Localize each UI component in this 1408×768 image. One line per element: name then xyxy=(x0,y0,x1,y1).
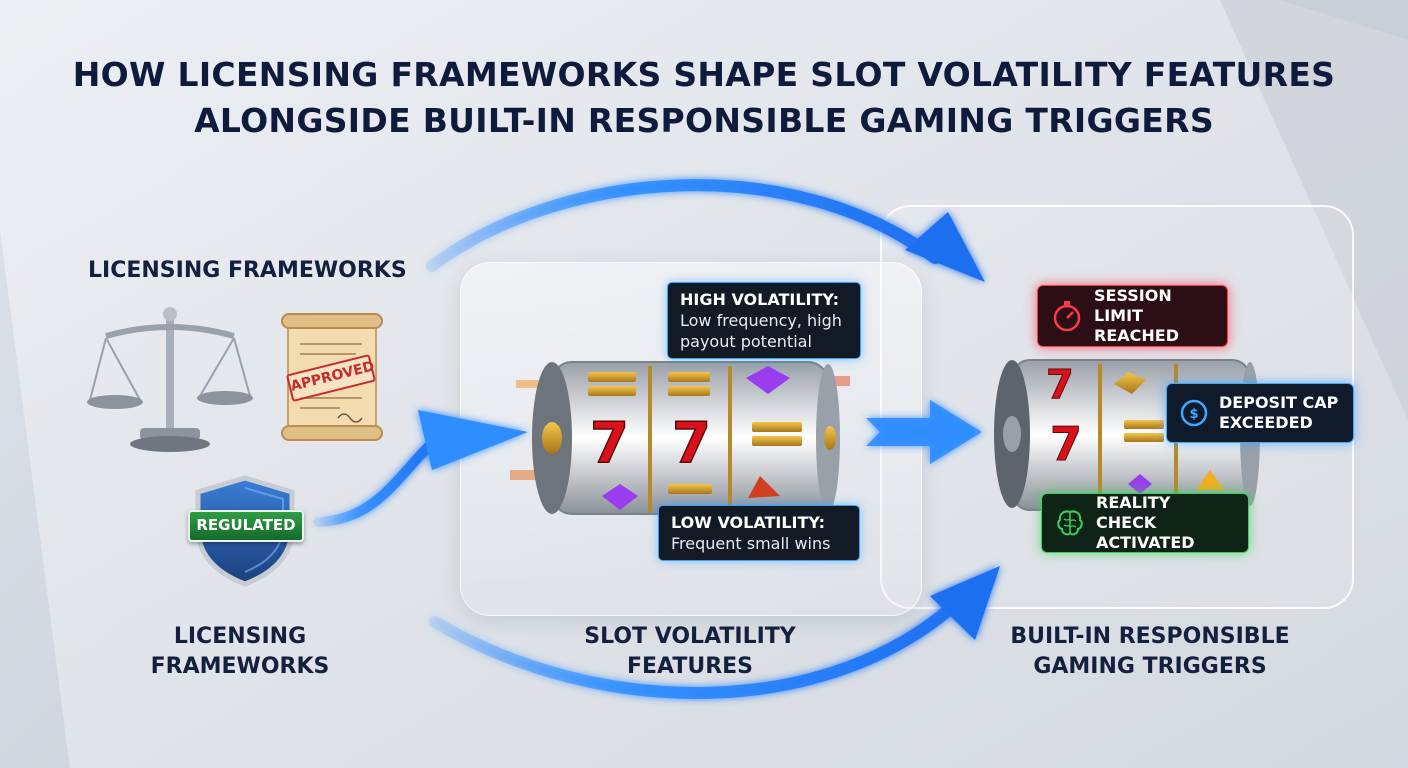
money-gauge-icon: $ xyxy=(1180,399,1208,427)
reality-check-alert: REALITY CHECK ACTIVATED xyxy=(1041,493,1249,553)
volatility-bottom-label: SLOT VOLATILITY FEATURES xyxy=(560,622,820,682)
brain-icon xyxy=(1057,510,1083,536)
low-volatility-card: LOW VOLATILITY: Frequent small wins xyxy=(658,505,860,561)
high-volatility-line-1: Low frequency, high xyxy=(680,311,842,330)
licensing-top-label: LICENSING FRAMEWORKS xyxy=(88,258,407,283)
bottom-arc-arrow xyxy=(429,566,1000,699)
deposit-cap-line-1: DEPOSIT CAP xyxy=(1219,393,1339,412)
badge-to-reel-arrow xyxy=(313,410,528,527)
low-volatility-heading: LOW VOLATILITY: xyxy=(671,513,826,532)
regulated-badge: REGULATED xyxy=(188,510,304,542)
stopwatch-icon xyxy=(1053,301,1081,332)
session-limit-line-1: SESSION LIMIT xyxy=(1094,286,1172,325)
reality-check-line-1: REALITY CHECK xyxy=(1096,493,1171,532)
low-volatility-line-1: Frequent small wins xyxy=(671,534,831,553)
top-arc-arrow xyxy=(426,179,985,282)
triggers-bottom-line-1: BUILT-IN RESPONSIBLE xyxy=(1010,624,1290,649)
reel-seven-2: 7 xyxy=(672,411,711,476)
high-volatility-card: HIGH VOLATILITY: Low frequency, high pay… xyxy=(667,282,861,359)
high-volatility-heading: HIGH VOLATILITY: xyxy=(680,290,839,309)
svg-text:7: 7 xyxy=(1046,362,1074,408)
svg-text:7: 7 xyxy=(1050,417,1082,471)
session-limit-alert: SESSION LIMIT REACHED xyxy=(1037,285,1228,347)
title-line-1: HOW LICENSING FRAMEWORKS SHAPE SLOT VOLA… xyxy=(72,55,1336,94)
licensing-bottom-label: LICENSING FRAMEWORKS xyxy=(130,622,350,682)
licensing-bottom-line-2: FRAMEWORKS xyxy=(150,654,330,679)
reel-to-triggers-arrow xyxy=(866,400,982,464)
reality-check-line-2: ACTIVATED xyxy=(1096,533,1195,552)
session-limit-line-2: REACHED xyxy=(1094,326,1179,345)
page-title: HOW LICENSING FRAMEWORKS SHAPE SLOT VOLA… xyxy=(40,52,1368,144)
volatility-bottom-line-2: FEATURES xyxy=(626,654,754,679)
licensing-bottom-line-1: LICENSING xyxy=(173,624,307,649)
svg-text:$: $ xyxy=(1189,407,1198,422)
triggers-bottom-line-2: GAMING TRIGGERS xyxy=(1033,654,1267,679)
deposit-cap-alert: $ DEPOSIT CAP EXCEEDED xyxy=(1166,383,1354,443)
high-volatility-line-2: payout potential xyxy=(680,332,812,351)
title-line-2: ALONGSIDE BUILT-IN RESPONSIBLE GAMING TR… xyxy=(194,101,1214,140)
reel-seven-1: 7 xyxy=(590,411,629,476)
triggers-bottom-label: BUILT-IN RESPONSIBLE GAMING TRIGGERS xyxy=(990,622,1310,682)
volatility-bottom-line-1: SLOT VOLATILITY xyxy=(584,624,796,649)
deposit-cap-line-2: EXCEEDED xyxy=(1219,413,1313,432)
